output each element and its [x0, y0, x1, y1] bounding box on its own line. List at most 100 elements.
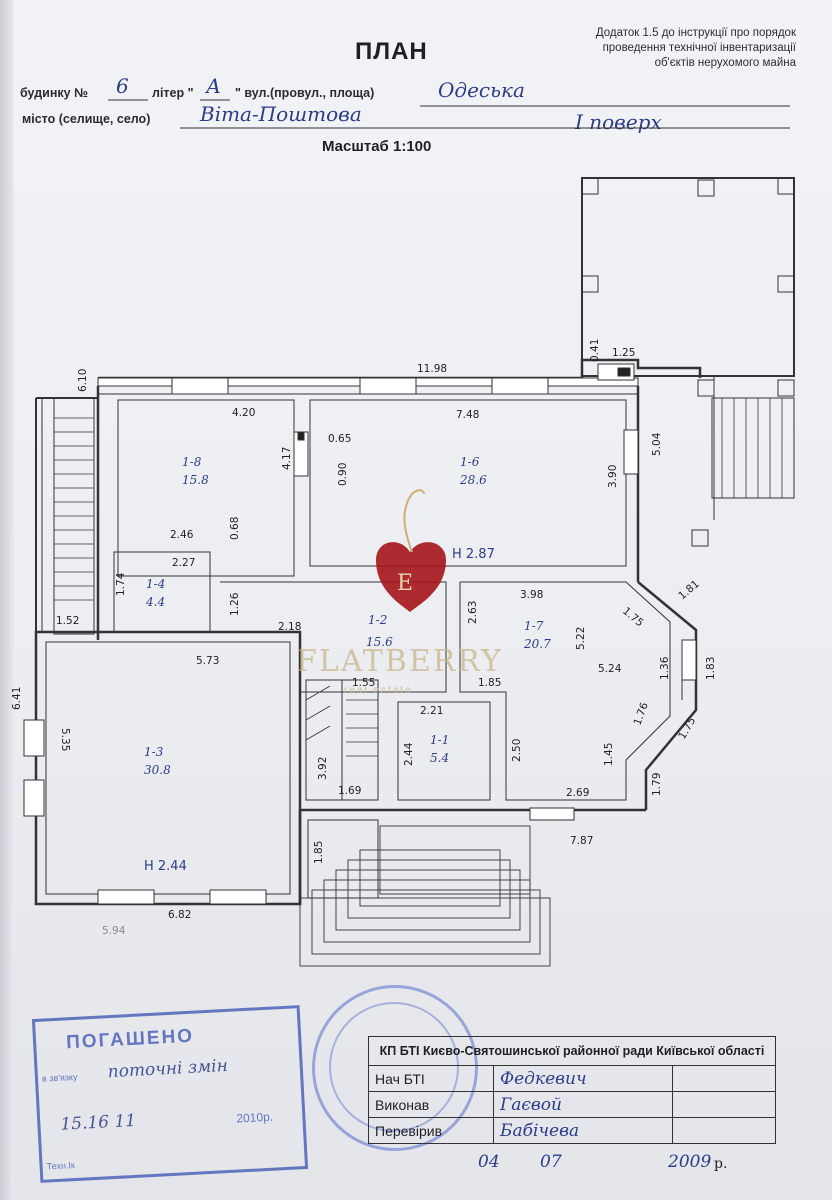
room-number: 1-3: [144, 745, 164, 759]
dim-label: 3.92: [317, 757, 329, 780]
dim-label: 1.25: [612, 347, 635, 359]
room-area: 4.4: [145, 595, 165, 609]
dim-label: 6.41: [11, 687, 23, 710]
dim-label: 1.55: [352, 677, 375, 689]
street-value: Одеська: [438, 78, 525, 102]
room-area: 15.6: [366, 635, 393, 649]
dim-label: 2.18: [278, 621, 301, 633]
dim-label: 6.82: [168, 909, 191, 921]
note-line: об'єктів нерухомого майна: [654, 57, 796, 69]
dim-label: 1.52: [56, 615, 79, 627]
watermark-tagline: real estate: [344, 685, 413, 696]
signature-name: Федкевич: [493, 1065, 673, 1092]
city-value: Віта-Поштова: [200, 102, 362, 126]
signoff-table: КП БТІ Києво-Святошинської районної ради…: [368, 1036, 776, 1144]
watermark-brand: FLATBERRY: [296, 644, 503, 679]
note-line: проведення технічної інвентаризації: [602, 42, 796, 54]
dim-label: 2.63: [467, 601, 479, 624]
dim-label: 0.41: [589, 339, 601, 362]
dim-label: 5.94: [102, 925, 126, 937]
dim-label: 4.17: [281, 447, 293, 470]
room-number: 1-6: [460, 455, 480, 469]
appendix-note: Додаток 1.5 до інструкції про порядок пр…: [566, 26, 796, 71]
ceiling-height: Н 2.44: [144, 859, 187, 874]
dim-label: 5.35: [59, 728, 71, 751]
date-day: 04: [478, 1152, 500, 1172]
dim-label: 2.44: [403, 742, 415, 766]
dim-label: 1.85: [478, 677, 501, 689]
dim-label: 2.46: [170, 529, 194, 541]
role-label: Перевірив: [368, 1117, 494, 1144]
dim-label: 1.75: [620, 605, 646, 629]
room-area: 20.7: [523, 637, 551, 651]
room-number: 1-1: [430, 733, 449, 747]
dim-label: 1.85: [313, 841, 325, 864]
street-prefix: " вул.(провул., площа): [235, 86, 375, 100]
signature-cell: [672, 1065, 776, 1092]
dim-label: 1.79: [651, 773, 663, 796]
dim-label: 3.98: [520, 589, 543, 601]
floor-value: І поверх: [575, 110, 662, 134]
letter-value: А: [206, 74, 222, 98]
signature-name: Бабічева: [493, 1117, 673, 1144]
room-area: 5.4: [430, 751, 449, 765]
dim-label: 5.22: [575, 627, 587, 650]
dim-label: 0.65: [328, 433, 351, 445]
stamp-date: 15.16 11: [59, 1110, 137, 1135]
dim-label: 5.73: [196, 655, 219, 667]
flatberry-logo: E: [376, 489, 446, 612]
dim-label: 1.74: [115, 572, 127, 596]
dim-label: 1.26: [229, 592, 241, 616]
page-binding: [0, 0, 14, 1200]
dim-label: 5.24: [598, 663, 622, 675]
building-prefix: будинку №: [20, 86, 88, 100]
room-number: 1-8: [182, 455, 202, 469]
dim-label: 5.04: [651, 432, 663, 456]
letter-prefix: літер ": [152, 86, 194, 100]
svg-text:E: E: [397, 571, 413, 596]
room-number: 1-4: [146, 577, 165, 591]
room-area: 30.8: [144, 763, 171, 777]
note-line: Додаток 1.5 до інструкції про порядок: [595, 27, 796, 39]
dim-label: 2.21: [420, 705, 443, 717]
dim-label: 1.83: [705, 657, 717, 680]
dim-label: 7.48: [456, 409, 479, 421]
stamp-tech: Техн.Ік: [46, 1160, 76, 1172]
dim-label: 1.76: [632, 701, 651, 727]
cancelled-stamp: ПОГАШЕНО в зв'язку поточні змін 15.16 11…: [31, 1005, 309, 1183]
room-area: 15.8: [182, 473, 209, 487]
signature-cell: [672, 1091, 776, 1118]
dim-label: 6.10: [77, 369, 89, 392]
org-name: КП БТІ Києво-Святошинської районної ради…: [368, 1036, 776, 1066]
signature-name: Гаєвой: [493, 1091, 673, 1118]
stamp-reason-label: в зв'язку: [41, 1071, 78, 1084]
dim-label: 2.27: [172, 557, 195, 569]
stamp-year: 2010р.: [236, 1109, 274, 1126]
dim-label: 7.87: [570, 835, 593, 847]
stamp-title: ПОГАШЕНО: [65, 1025, 195, 1054]
dim-label: 1.36: [659, 656, 671, 680]
ceiling-height: Н 2.87: [452, 547, 495, 562]
role-label: Виконав: [368, 1091, 494, 1118]
date-month: 07: [540, 1152, 562, 1172]
city-prefix: місто (селище, село): [22, 112, 151, 126]
dim-label: 0.90: [337, 463, 349, 486]
stamp-reason: поточні змін: [107, 1055, 229, 1083]
dim-label: 2.69: [566, 787, 589, 799]
room-number: 1-7: [524, 619, 544, 633]
role-label: Нач БТІ: [368, 1065, 494, 1092]
date-year: 2009: [668, 1152, 712, 1172]
scale-label: Масштаб 1:100: [322, 138, 432, 155]
dim-label: 3.90: [607, 465, 619, 488]
signature-cell: [672, 1117, 776, 1144]
dim-label: 1.69: [338, 785, 361, 797]
dim-label: 4.20: [232, 407, 255, 419]
room-number: 1-2: [368, 613, 387, 627]
dim-label: 1.45: [603, 743, 615, 766]
plan-title: ПЛАН: [355, 38, 428, 65]
dim-label: 2.50: [511, 739, 523, 762]
dim-label: 0.68: [229, 517, 241, 540]
room-area: 28.6: [459, 473, 487, 487]
dim-label: 11.98: [417, 363, 447, 375]
